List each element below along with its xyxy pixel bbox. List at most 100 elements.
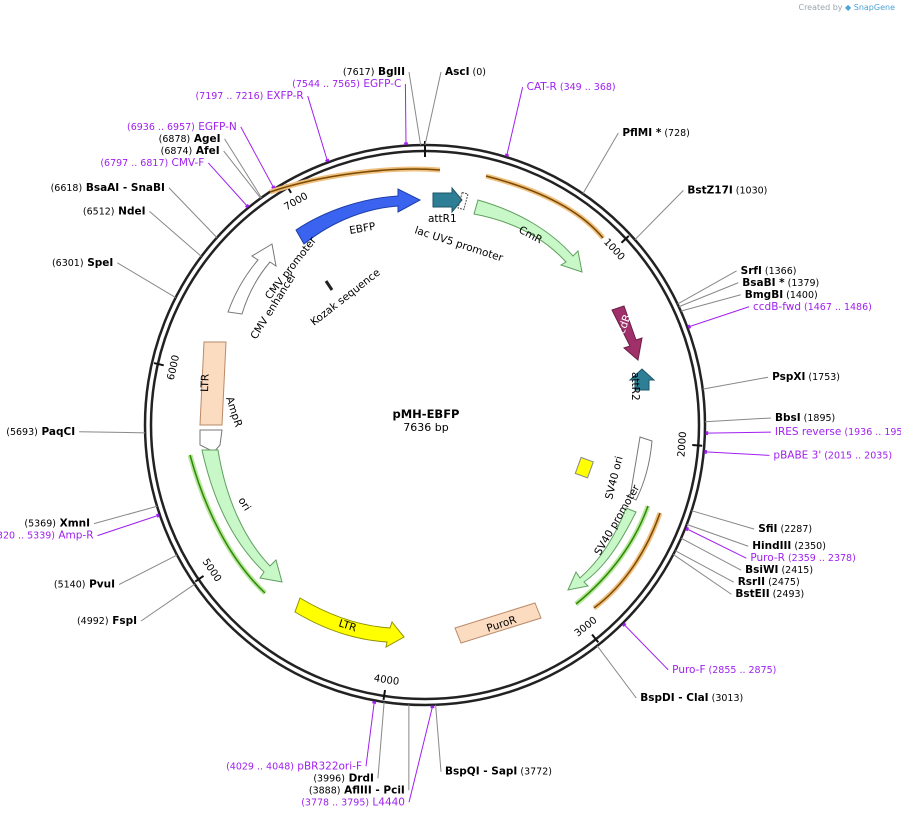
primer-label: ccdB-fwd (1467 .. 1486) — [753, 301, 872, 313]
enzyme-name: BstEII — [735, 588, 769, 600]
primer-site-mark — [372, 700, 377, 704]
site-label: BmgBI (1400) — [745, 289, 818, 301]
site-label: SrfI (1366) — [741, 265, 797, 277]
enzyme-name: BstZ17I — [687, 184, 732, 196]
primer-range: (4029 .. 4048) — [226, 761, 294, 772]
primer-site-mark — [156, 513, 160, 518]
ampr-arrow — [201, 449, 283, 583]
primer-leader-line — [97, 515, 159, 537]
site-label: AscI (0) — [445, 66, 486, 78]
primer-label: (6797 .. 6817) CMV-F — [100, 157, 204, 169]
primer-name: EGFP-C — [360, 78, 401, 90]
enzyme-name: PvuI — [85, 579, 115, 591]
enzyme-position: (4992) — [77, 616, 109, 627]
site-leader-line — [596, 645, 637, 699]
scale-tick-label: 4000 — [373, 673, 400, 688]
primer-site-mark — [621, 622, 627, 627]
enzyme-name: AscI — [445, 66, 470, 78]
feature-label-ltr-left: LTR — [199, 374, 212, 393]
site-leader-line — [686, 523, 749, 547]
primer-range: (7544 .. 7565) — [292, 79, 360, 90]
primer-label: (6936 .. 6957) EGFP-N — [127, 121, 237, 133]
enzyme-position: (6618) — [51, 183, 83, 194]
ltr-bottom-box — [454, 602, 542, 644]
site-labels: AscI (0)CAT-R (349 .. 368)PflMI * (728)B… — [0, 66, 901, 808]
primer-name: Puro-F — [672, 664, 705, 676]
site-label: (5140) PvuI — [54, 579, 115, 591]
feature-label-lac-uv5: lac UV5 promoter — [413, 224, 505, 264]
site-label: (5693) PaqCI — [6, 426, 75, 438]
primer-name: CAT-R — [527, 81, 557, 93]
primer-label: (5320 .. 5339) Amp-R — [0, 530, 94, 542]
scale-tick — [194, 575, 205, 583]
enzyme-position: (6878) — [159, 134, 191, 145]
primer-site-mark — [687, 324, 692, 329]
enzyme-name: BspDI - ClaI — [640, 692, 708, 704]
ccdB-arrow — [611, 305, 643, 361]
site-label: (3888) AflIII - PciI — [309, 784, 405, 796]
enzyme-position: (728) — [661, 128, 690, 139]
enzyme-position: (3888) — [309, 785, 341, 796]
primer-name: EGFP-N — [195, 121, 237, 133]
enzyme-position: (5140) — [54, 580, 86, 591]
site-leader-line — [704, 417, 772, 423]
site-label: (6512) NdeI — [83, 205, 146, 217]
scale-tick — [591, 633, 600, 643]
enzyme-name: XmnI — [56, 518, 90, 530]
enzyme-position: (1366) — [762, 266, 797, 277]
site-label: BstEII (2493) — [735, 588, 804, 600]
primer-range: (2855 .. 2875) — [706, 665, 777, 676]
ori-arrow — [294, 597, 405, 648]
enzyme-position: (3013) — [709, 693, 744, 704]
site-leader-line — [674, 550, 734, 583]
cmr-arrow — [473, 199, 583, 273]
site-label: BsiWI (2415) — [745, 564, 813, 576]
site-leader-line — [408, 71, 422, 146]
primer-leader-line — [365, 702, 375, 767]
enzyme-position: (2415) — [778, 565, 813, 576]
feature-arcs — [199, 186, 656, 648]
lac-uv5-promoter-box — [457, 191, 469, 211]
site-leader-line — [673, 554, 732, 595]
primer-arc-amp-line — [189, 454, 266, 594]
site-leader-line — [140, 583, 195, 622]
primer-name: L4440 — [369, 796, 405, 808]
site-leader-line — [377, 701, 385, 779]
enzyme-name: BsiWI — [745, 564, 778, 576]
site-leader-line — [582, 132, 619, 195]
enzyme-position: (6512) — [83, 206, 115, 217]
primer-label: Puro-F (2855 .. 2875) — [672, 664, 776, 676]
primer-arc-amp — [187, 454, 267, 595]
ampr-promoter-arrow — [199, 429, 223, 453]
attR2-arrow — [628, 368, 656, 391]
primer-leader-line — [404, 84, 407, 144]
primer-range: (7197 .. 7216) — [195, 91, 263, 102]
watermark-brand: SnapGene — [853, 3, 895, 12]
primer-arc-cat — [485, 173, 605, 240]
site-label: (4992) FspI — [77, 615, 137, 627]
primer-site-mark — [685, 526, 689, 532]
site-leader-line — [118, 554, 178, 586]
site-label: PspXI (1753) — [772, 371, 840, 383]
site-leader-line — [702, 376, 769, 390]
primer-range: (3778 .. 3795) — [301, 797, 369, 808]
primer-leader-line — [689, 306, 750, 328]
feature-label-ampr: ori — [235, 495, 252, 513]
enzyme-position: (1895) — [801, 413, 836, 424]
scale-tick — [692, 444, 703, 447]
feature-label-attr2: attR2 — [629, 372, 641, 401]
site-leader-line — [634, 190, 684, 241]
enzyme-name: SfiI — [758, 523, 777, 535]
primer-site-mark — [244, 203, 250, 209]
primer-name: pBR322ori-F — [294, 760, 362, 772]
plasmid-name: pMH-EBFP — [393, 407, 460, 421]
enzyme-position: (1400) — [783, 290, 818, 301]
feature-label-attr1: attR1 — [428, 213, 457, 225]
enzyme-name: BspQI - SapI — [445, 766, 517, 778]
site-label: BbsI (1895) — [775, 412, 835, 424]
ltr-left-box — [199, 341, 227, 426]
enzyme-name: AgeI — [190, 133, 220, 145]
site-label: (6301) SpeI — [52, 257, 113, 269]
primer-leader-line — [705, 451, 770, 456]
site-label: BspDI - ClaI (3013) — [640, 692, 743, 704]
